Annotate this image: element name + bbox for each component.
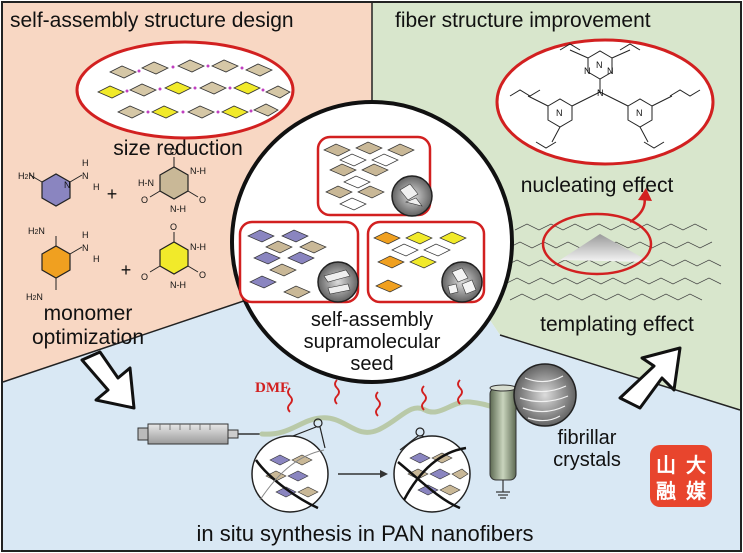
svg-text:N: N [584, 66, 591, 76]
svg-text:H: H [82, 158, 89, 168]
svg-text:H: H [93, 182, 100, 192]
left-down-arrow [80, 350, 136, 410]
jet-fiber [259, 399, 498, 437]
templating-sheets [504, 212, 722, 301]
svg-text:N: N [596, 60, 603, 70]
svg-text:O: O [170, 222, 177, 232]
size-reduction-ellipse [75, 40, 295, 140]
label-crystals: crystals [553, 449, 621, 471]
monomer-barbituric: O O O N-H N-H [141, 222, 206, 290]
svg-text:O: O [141, 195, 148, 205]
svg-text:N: N [556, 108, 563, 118]
svg-text:N: N [64, 180, 71, 190]
blue-panel [3, 232, 740, 550]
label-templating-effect: templating effect [540, 313, 694, 336]
label-monomer: monomer [44, 302, 133, 325]
plus-sign-2: + [121, 260, 132, 280]
svg-text:N-H: N-H [190, 166, 206, 176]
monomer-triaminopyrimidine: H2N H2N N H H [26, 226, 100, 302]
svg-text:N-H: N-H [170, 280, 186, 290]
svg-text:O: O [141, 272, 148, 282]
sem-fibrillar [513, 363, 577, 427]
seed-box-top [316, 135, 433, 217]
svg-text:H2N: H2N [28, 226, 45, 236]
svg-text:H-N: H-N [138, 178, 154, 188]
svg-text:H2N: H2N [18, 171, 35, 181]
svg-text:大: 大 [686, 453, 706, 477]
collector-column [489, 384, 517, 499]
label-center-line2: supramolecular [304, 331, 441, 353]
plus-sign-1: + [107, 184, 118, 204]
svg-text:N-H: N-H [190, 242, 206, 252]
label-fibrillar: fibrillar [558, 427, 617, 449]
right-up-arrow [618, 346, 682, 410]
svg-text:N: N [82, 171, 89, 181]
label-nucleating-effect: nucleating effect [521, 174, 674, 197]
zoom-circle-left [251, 435, 329, 513]
zoom-circle-right [393, 435, 471, 513]
vapor-squiggles [287, 379, 463, 417]
svg-text:融: 融 [656, 479, 676, 503]
label-optimization: optimization [32, 326, 144, 349]
label-center-line1: self-assembly [311, 309, 433, 331]
svg-text:H: H [82, 230, 89, 240]
label-size-reduction: size reduction [113, 137, 243, 160]
label-dmf: DMF [255, 380, 289, 396]
svg-text:N: N [82, 243, 89, 253]
svg-text:N: N [597, 88, 604, 98]
svg-text:山: 山 [656, 453, 676, 477]
title-in-situ-synthesis: in situ synthesis in PAN nanofibers [196, 521, 533, 546]
monomer-pyridine: H2N N H H N [18, 158, 100, 207]
syringe [137, 423, 262, 445]
svg-text:N: N [607, 66, 614, 76]
seed-box-right [366, 220, 486, 304]
svg-text:媒: 媒 [686, 479, 707, 503]
label-center-line3: seed [350, 353, 393, 375]
watermark-logo: 山 大 融 媒 [650, 445, 712, 507]
monomer-cyanuric-acid: O O O H-N N-H N-H [138, 147, 206, 214]
title-self-assembly-design: self-assembly structure design [10, 9, 294, 32]
seed-box-left [238, 220, 360, 304]
svg-text:O: O [199, 270, 206, 280]
nucleating-arrow-head [638, 188, 652, 201]
svg-text:N: N [636, 108, 643, 118]
process-arrow [338, 470, 388, 478]
svg-text:H: H [93, 254, 100, 264]
title-fiber-improvement: fiber structure improvement [395, 9, 651, 32]
svg-text:N-H: N-H [170, 204, 186, 214]
svg-text:H2N: H2N [26, 292, 43, 302]
svg-text:O: O [170, 147, 177, 157]
svg-text:O: O [199, 195, 206, 205]
